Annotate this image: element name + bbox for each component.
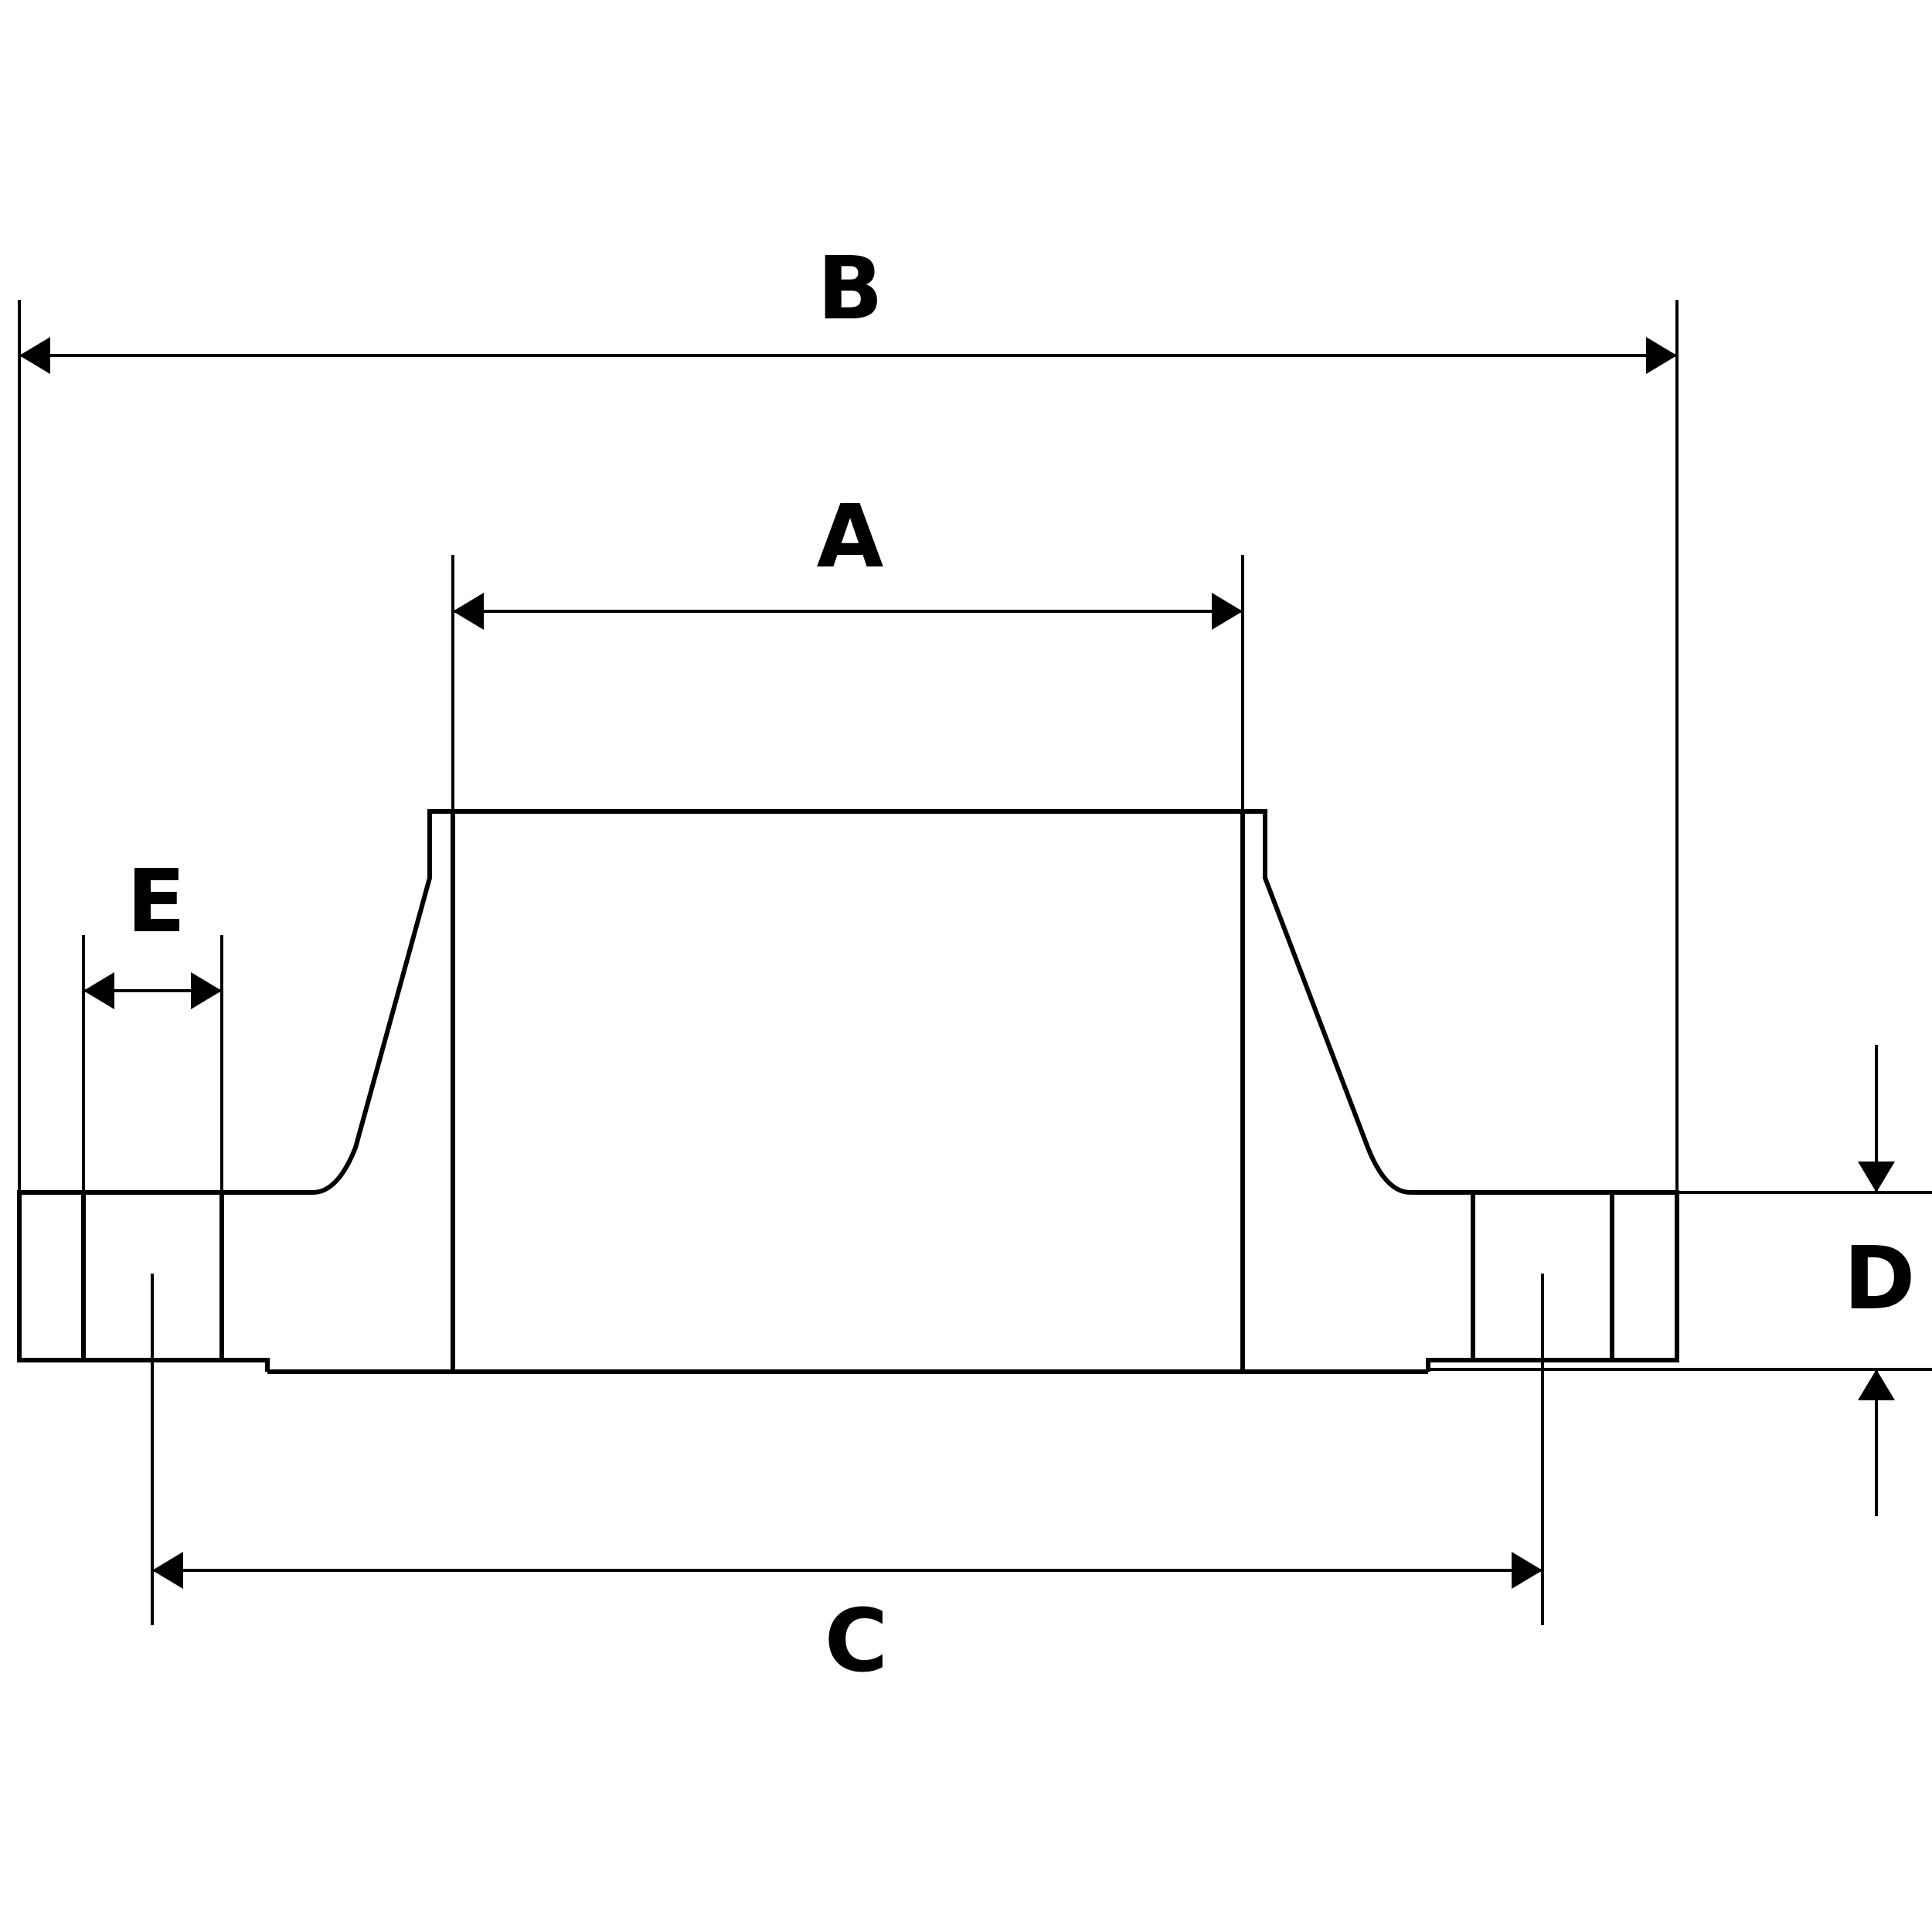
- dimension-label-b: B: [817, 239, 883, 339]
- flange-outline-left: [17, 809, 453, 1372]
- flange-body: [17, 809, 1679, 1374]
- dimension-label-e: E: [127, 852, 186, 952]
- dimension-lines: [19, 337, 1895, 1589]
- flange-outline-right: [1243, 809, 1679, 1372]
- extension-lines: [18, 300, 1932, 1625]
- dimension-label-d: D: [1844, 1229, 1916, 1329]
- dimension-label-a: A: [817, 487, 884, 587]
- dimension-label-c: C: [825, 1591, 888, 1692]
